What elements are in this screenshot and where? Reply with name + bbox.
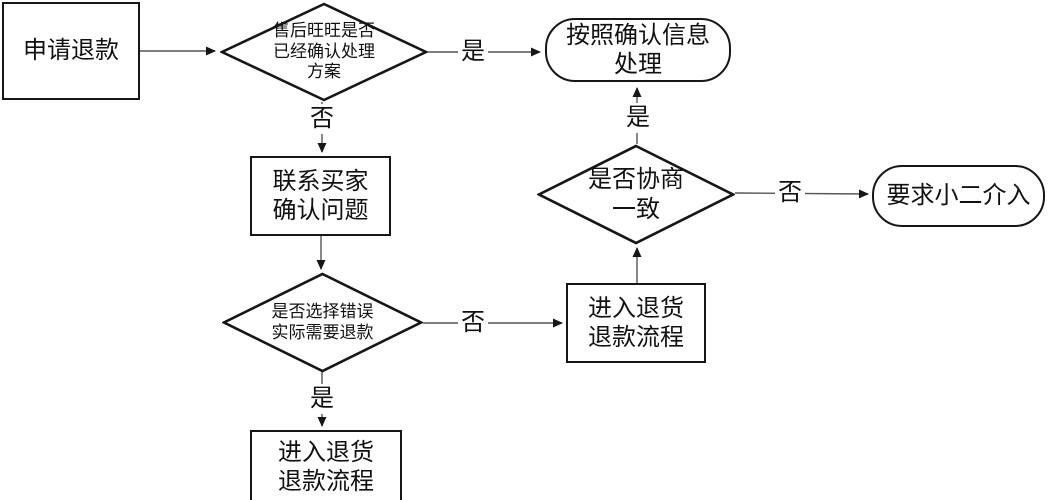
- diamond-shape: [537, 144, 735, 245]
- edge-label-d3-no: 否: [458, 308, 488, 338]
- node-xiaoer-label: 要求小二介入: [886, 182, 1031, 210]
- node-apply-refund-label: 申请退款: [23, 37, 119, 65]
- edge-label-d2-yes: 是: [623, 103, 653, 133]
- node-xiaoer: 要求小二介入: [872, 165, 1045, 227]
- edge-label-d1-no: 否: [307, 104, 337, 134]
- node-negotiation-decision: 是否协商 一致: [537, 144, 735, 245]
- node-apply-refund: 申请退款: [2, 2, 140, 100]
- node-handle-confirmed-label: 按照确认信息 处理: [566, 21, 710, 78]
- node-negotiation-label: 是否协商 一致: [588, 166, 684, 223]
- node-return-refund-mid-label: 进入退货 退款流程: [588, 294, 684, 351]
- diamond-shape: [220, 2, 428, 102]
- node-wrong-choice-label: 是否选择错误 实际需要退款: [271, 301, 374, 342]
- node-return-refund-bottom: 进入退货 退款流程: [250, 430, 402, 500]
- node-handle-confirmed: 按照确认信息 处理: [545, 18, 731, 82]
- node-wrong-choice-decision: 是否选择错误 实际需要退款: [222, 272, 423, 373]
- diamond-shape: [222, 272, 423, 373]
- edge-label-d2-no: 否: [775, 178, 805, 208]
- edge-label-d3-yes: 是: [307, 384, 337, 414]
- node-contact-buyer-label: 联系买家 确认问题: [272, 167, 369, 224]
- node-return-refund-bottom-label: 进入退货 退款流程: [278, 438, 374, 495]
- node-return-refund-mid: 进入退货 退款流程: [566, 283, 706, 363]
- node-wangwang-confirm-decision: 售后旺旺是否 已经确认处理 方案: [220, 2, 428, 102]
- edge-label-d1-yes: 是: [458, 37, 488, 67]
- node-contact-buyer: 联系买家 确认问题: [250, 156, 391, 236]
- node-wangwang-confirm-label: 售后旺旺是否 已经确认处理 方案: [273, 20, 375, 82]
